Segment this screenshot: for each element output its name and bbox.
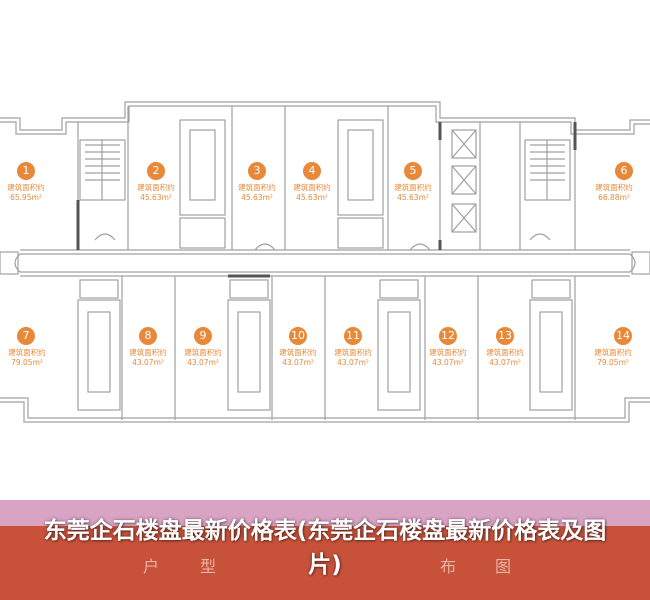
banner-faint-text: 户	[143, 557, 160, 576]
unit-area-caption: 建筑面积约	[594, 348, 632, 357]
page-caption: 东莞企石楼盘最新价格表(东莞企石楼盘最新价格表及图片)	[43, 518, 607, 578]
unit-number: 12	[439, 327, 457, 345]
unit-area-caption: 建筑面积约	[184, 348, 222, 357]
unit-area-value: 43.07m²	[187, 358, 219, 367]
unit-area-value: 45.63m²	[296, 193, 328, 202]
unit-area-value: 43.07m²	[489, 358, 521, 367]
unit-area-caption: 建筑面积约	[137, 183, 175, 192]
unit-area-caption: 建筑面积约	[334, 348, 372, 357]
banner-bottom-band	[0, 526, 650, 600]
unit-area-caption: 建筑面积约	[486, 348, 524, 357]
floor-plan	[0, 101, 650, 423]
unit-number: 3	[248, 162, 266, 180]
unit-area-caption: 建筑面积约	[238, 183, 276, 192]
unit-number: 4	[303, 162, 321, 180]
unit-area-value: 79.05m²	[597, 358, 629, 367]
unit-area-value: 65.95m²	[10, 193, 42, 202]
unit-area-caption: 建筑面积约	[595, 183, 633, 192]
unit-number: 11	[344, 327, 362, 345]
unit-number: 6	[615, 162, 633, 180]
unit-area-caption: 建筑面积约	[129, 348, 167, 357]
unit-number: 2	[147, 162, 165, 180]
caption-banner: 户 型 布 图	[0, 500, 650, 600]
unit-number: 5	[404, 162, 422, 180]
unit-area-caption: 建筑面积约	[279, 348, 317, 357]
unit-area-value: 45.63m²	[397, 193, 429, 202]
unit-area-value: 79.05m²	[11, 358, 43, 367]
banner-faint-text: 型	[200, 557, 217, 576]
unit-area-value: 45.63m²	[140, 193, 172, 202]
unit-area-value: 66.88m²	[598, 193, 630, 202]
banner-faint-text: 布	[440, 557, 457, 576]
unit-area-caption: 建筑面积约	[8, 348, 46, 357]
banner-top-band	[0, 500, 650, 526]
unit-area-value: 43.07m²	[132, 358, 164, 367]
unit-area-caption: 建筑面积约	[7, 183, 45, 192]
unit-area-caption: 建筑面积约	[293, 183, 331, 192]
unit-area-caption: 建筑面积约	[429, 348, 467, 357]
unit-number: 8	[139, 327, 157, 345]
unit-area-value: 45.63m²	[241, 193, 273, 202]
unit-number: 13	[496, 327, 514, 345]
unit-area-value: 43.07m²	[432, 358, 464, 367]
unit-area-value: 43.07m²	[282, 358, 314, 367]
unit-number: 14	[614, 327, 632, 345]
unit-number: 7	[17, 327, 35, 345]
unit-area-value: 43.07m²	[337, 358, 369, 367]
unit-number: 10	[289, 327, 307, 345]
banner-faint-text: 图	[495, 557, 512, 576]
unit-area-caption: 建筑面积约	[394, 183, 432, 192]
unit-number: 9	[194, 327, 212, 345]
unit-number: 1	[17, 162, 35, 180]
